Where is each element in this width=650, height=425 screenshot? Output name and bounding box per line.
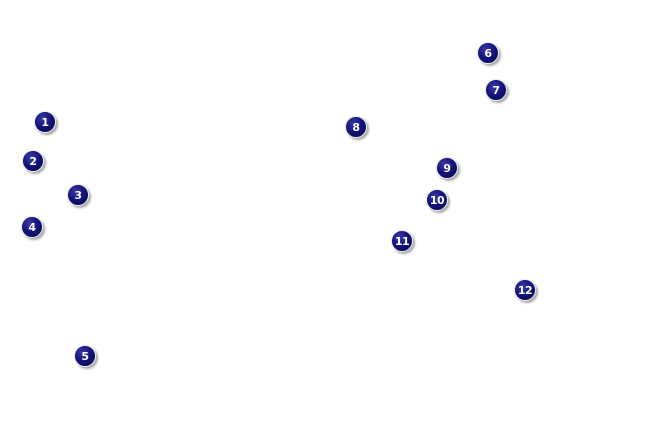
marker-9[interactable]: 9	[436, 157, 458, 179]
marker-4[interactable]: 4	[21, 216, 43, 238]
marker-label: 12	[517, 283, 533, 297]
marker-label: 7	[492, 83, 500, 97]
marker-label: 10	[429, 193, 445, 207]
marker-label: 5	[81, 349, 89, 363]
marker-label: 6	[484, 46, 492, 60]
marker-12[interactable]: 12	[514, 279, 536, 301]
marker-label: 3	[74, 188, 82, 202]
marker-label: 2	[29, 154, 37, 168]
marker-7[interactable]: 7	[485, 79, 507, 101]
marker-10[interactable]: 10	[426, 189, 448, 211]
marker-2[interactable]: 2	[22, 150, 44, 172]
marker-label: 4	[28, 220, 36, 234]
marker-label: 1	[41, 115, 49, 129]
marker-8[interactable]: 8	[345, 116, 367, 138]
marker-3[interactable]: 3	[67, 184, 89, 206]
marker-label: 9	[443, 161, 451, 175]
marker-1[interactable]: 1	[34, 111, 56, 133]
marker-label: 8	[352, 120, 360, 134]
marker-5[interactable]: 5	[74, 345, 96, 367]
marker-6[interactable]: 6	[477, 42, 499, 64]
marker-11[interactable]: 11	[391, 230, 413, 252]
marker-label: 11	[394, 234, 410, 248]
